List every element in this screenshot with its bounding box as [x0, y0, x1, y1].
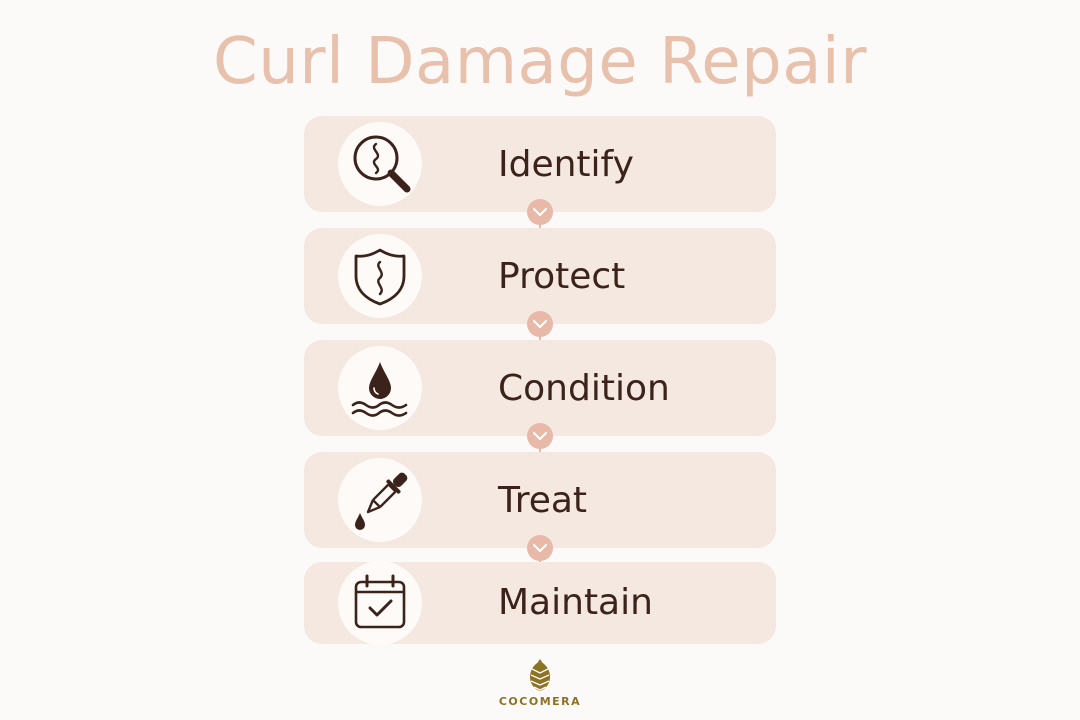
icon-badge: [338, 234, 422, 318]
icon-badge: [338, 561, 422, 645]
step-card-treat: Treat: [304, 452, 776, 548]
brand-logo: COCOMERA: [490, 658, 590, 708]
step-card-identify: Identify: [304, 116, 776, 212]
step-card-protect: Protect: [304, 228, 776, 324]
icon-badge: [338, 346, 422, 430]
brand-name: COCOMERA: [498, 695, 582, 708]
step-label: Identify: [498, 144, 634, 185]
water-drop-icon: [351, 362, 408, 417]
dropper-icon: [355, 472, 408, 530]
magnifier-curl-icon: [353, 135, 411, 193]
step-card-condition: Condition: [304, 340, 776, 436]
shield-curl-icon: [354, 248, 406, 306]
step-label: Maintain: [498, 582, 653, 623]
page-title: Curl Damage Repair: [213, 25, 867, 99]
icon-badge: [338, 122, 422, 206]
pinecone-logo-icon: [530, 659, 550, 691]
step-label: Treat: [498, 480, 588, 521]
step-label: Protect: [498, 256, 626, 297]
step-label: Condition: [498, 368, 670, 409]
calendar-check-icon: [354, 574, 406, 629]
icon-badge: [338, 458, 422, 542]
step-card-maintain: Maintain: [304, 561, 776, 645]
